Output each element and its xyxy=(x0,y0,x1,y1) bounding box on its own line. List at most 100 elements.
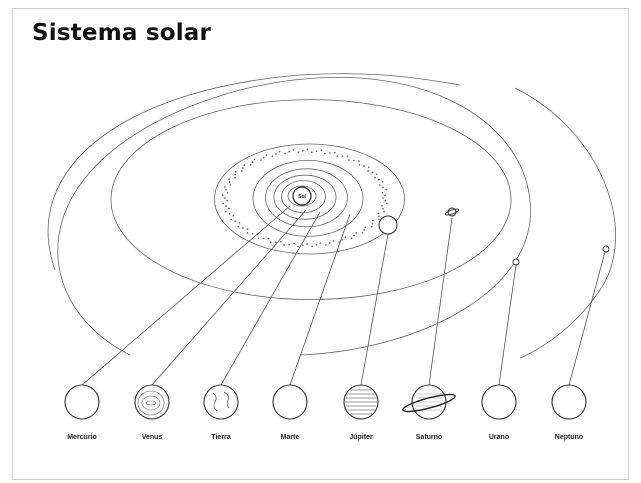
sun-circle xyxy=(292,186,312,206)
asteroid xyxy=(232,215,235,217)
page-title: Sistema solar xyxy=(32,20,212,46)
leader-line xyxy=(568,251,606,386)
asteroid xyxy=(251,161,254,164)
asteroid xyxy=(262,237,265,240)
planet-label: Neptuno xyxy=(555,434,583,441)
asteroid xyxy=(381,191,384,194)
asteroid xyxy=(230,218,233,221)
asteroid xyxy=(249,164,252,166)
asteroid xyxy=(292,149,295,151)
asteroid xyxy=(222,202,225,205)
sun: Sol xyxy=(292,186,312,206)
asteroid xyxy=(284,152,287,155)
asteroid xyxy=(325,244,327,246)
asteroid xyxy=(246,232,249,234)
asteroid xyxy=(271,155,274,158)
asteroid xyxy=(348,159,350,161)
asteroid xyxy=(372,219,374,222)
asteroid xyxy=(234,176,236,179)
asteroid xyxy=(234,173,237,176)
orbits-group xyxy=(47,73,616,359)
asteroid xyxy=(341,239,344,241)
asteroid xyxy=(226,191,229,194)
orbit-ring xyxy=(214,143,405,255)
planet-neptuno: Neptuno xyxy=(551,384,587,441)
uranus-orbit-marker xyxy=(512,258,520,266)
asteroid xyxy=(267,237,270,240)
asteroid xyxy=(234,220,237,223)
orbit-ring xyxy=(252,159,364,237)
asteroid xyxy=(242,167,244,169)
asteroid xyxy=(269,241,272,244)
asteroid xyxy=(228,213,231,215)
asteroid xyxy=(353,234,355,237)
planet-label: Urano xyxy=(489,434,509,441)
asteroid xyxy=(257,237,260,240)
asteroid xyxy=(370,225,373,228)
asteroid xyxy=(260,159,262,161)
asteroid xyxy=(382,186,384,189)
neptune-orbit-marker xyxy=(602,245,610,253)
orbit-ring xyxy=(273,174,337,220)
plain-circle-icon xyxy=(551,384,587,420)
asteroid xyxy=(346,155,349,158)
leader-line xyxy=(498,264,517,386)
planet-label: Tierra xyxy=(211,434,230,441)
planet-mercurio: Mercurio xyxy=(64,384,100,441)
asteroid xyxy=(223,197,226,199)
asteroid xyxy=(225,210,227,213)
asteroid xyxy=(378,218,380,221)
asteroid xyxy=(382,207,384,210)
leader-line xyxy=(81,205,291,386)
asteroid xyxy=(384,199,386,202)
asteroid xyxy=(223,186,226,188)
leader-line xyxy=(428,217,453,386)
asteroid xyxy=(275,153,277,155)
leader-line xyxy=(360,233,389,386)
asteroid xyxy=(367,166,370,169)
plain-circle-icon xyxy=(64,384,100,420)
asteroid xyxy=(353,159,355,162)
planet-venus: Venus xyxy=(134,384,170,441)
asteroid xyxy=(378,184,381,186)
earth-continents-icon xyxy=(203,384,239,420)
asteroid xyxy=(246,228,249,231)
asteroid xyxy=(358,160,360,163)
asteroid xyxy=(328,152,331,154)
asteroid xyxy=(381,180,384,183)
asteroid xyxy=(375,173,378,176)
leader-line xyxy=(220,211,321,386)
orbit-bodies xyxy=(378,207,610,266)
asteroid xyxy=(378,178,380,181)
plain-circle-icon xyxy=(272,384,308,420)
leader-line xyxy=(289,213,351,386)
asteroid xyxy=(241,170,243,172)
asteroid xyxy=(228,181,231,184)
asteroid xyxy=(228,207,230,210)
asteroid xyxy=(243,164,246,167)
orbit-ring xyxy=(265,168,348,228)
asteroid xyxy=(358,164,361,166)
asteroid xyxy=(228,178,231,181)
asteroid xyxy=(361,232,364,234)
asteroid xyxy=(297,151,300,154)
asteroid xyxy=(288,243,290,246)
asteroid xyxy=(226,199,229,202)
jupiter-orbit-marker xyxy=(378,215,398,235)
asteroid xyxy=(334,151,336,154)
asteroid xyxy=(283,244,285,246)
asteroid xyxy=(265,154,268,156)
orbit-ring xyxy=(287,185,317,207)
planet-label: Marte xyxy=(281,434,300,441)
asteroid xyxy=(242,227,244,229)
leader-line xyxy=(151,209,307,386)
asteroid xyxy=(328,242,331,244)
asteroid xyxy=(350,237,353,240)
asteroid xyxy=(336,155,339,158)
orbit-ring xyxy=(110,99,512,301)
asteroid xyxy=(320,149,323,152)
planet-label: Júpiter xyxy=(349,434,373,441)
asteroid xyxy=(363,165,365,167)
